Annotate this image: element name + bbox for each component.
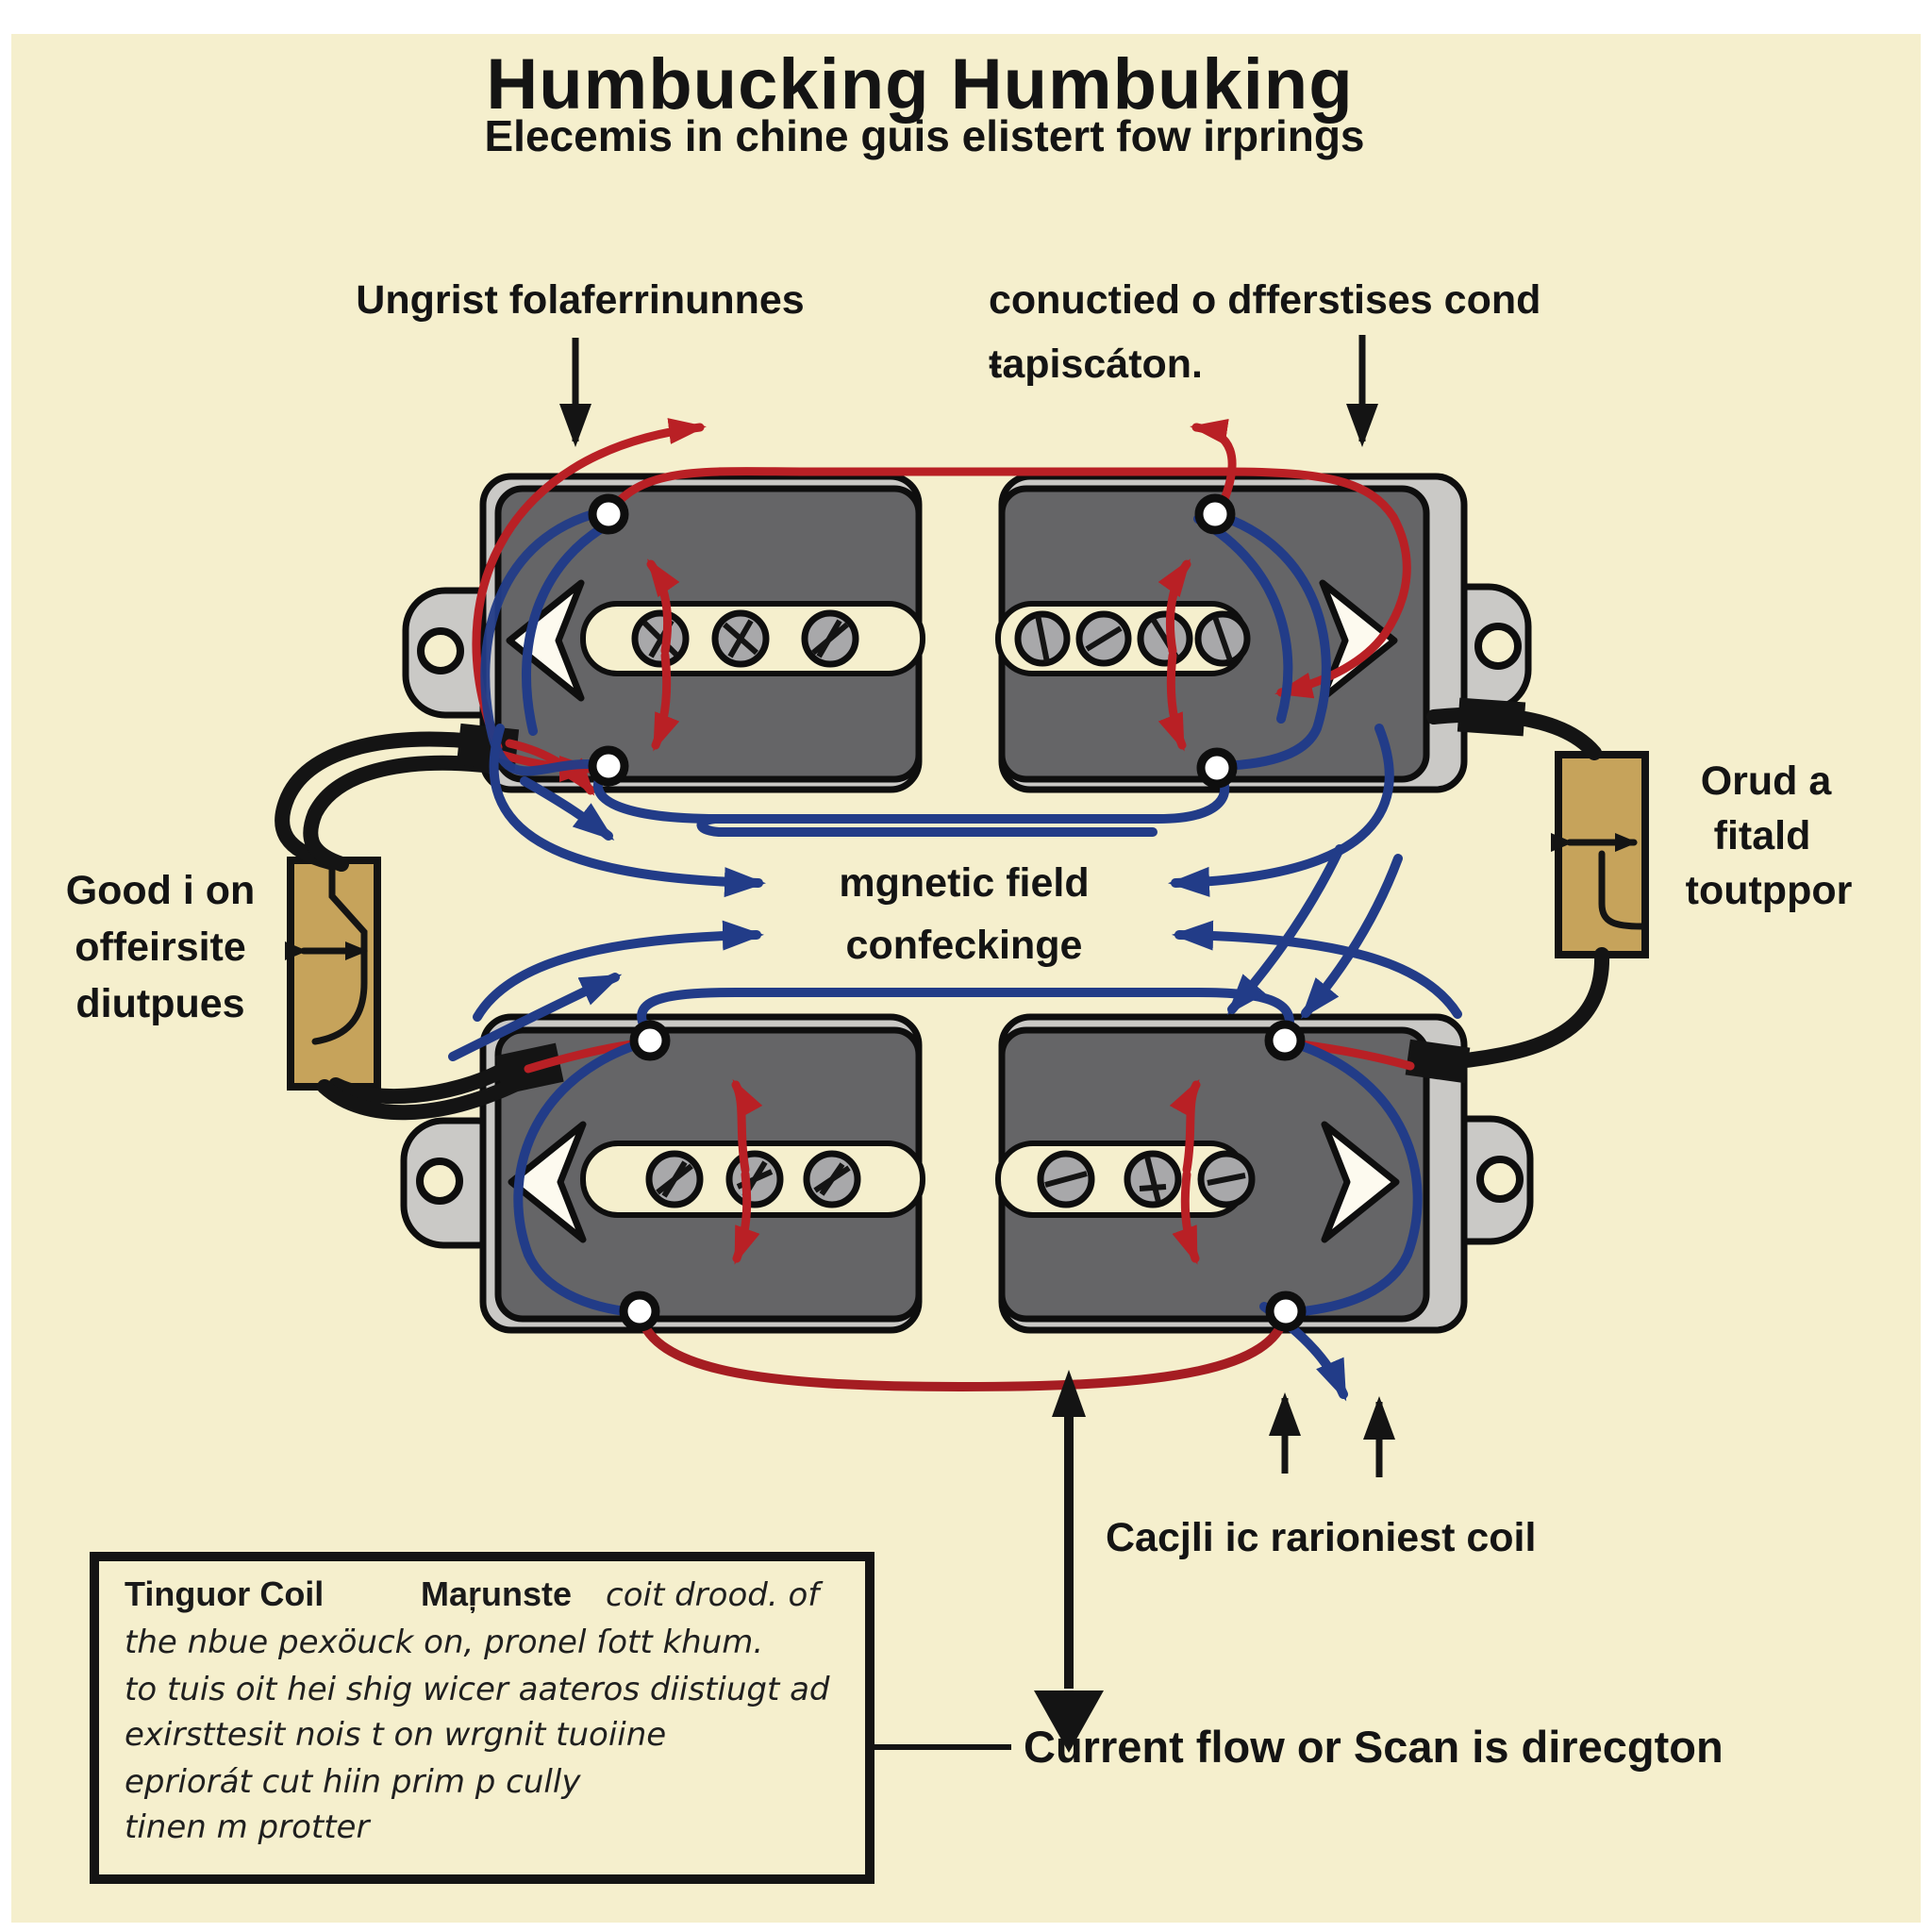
cable-clamp bbox=[1405, 1039, 1471, 1084]
note-line2: the nbue pexöuck on, pronel ſott khum. bbox=[125, 1624, 763, 1661]
note-line4: exirsttesit nois t on wrgnit tuoiine bbox=[125, 1716, 666, 1754]
note-title-italic: coit drood. of bbox=[606, 1576, 824, 1614]
bottom-right-mounting-hole bbox=[1476, 1156, 1524, 1203]
left-magnet-arrow-icon bbox=[508, 1121, 587, 1243]
label-right-line1: Orud a bbox=[1701, 758, 1833, 804]
bottom-left-mounting-hole bbox=[416, 1158, 463, 1205]
note-line6: tinen m protter bbox=[125, 1808, 371, 1846]
label-top-right-line2: ŧapiscáton. bbox=[989, 341, 1203, 387]
note-title-1: Tinguor Coil bbox=[125, 1574, 324, 1613]
callout-arrows bbox=[559, 335, 1395, 1753]
label-current-flow: Current flow or Scan is direcgton bbox=[1024, 1722, 1724, 1772]
label-coil: Cacjli ic rarioniest coil bbox=[1106, 1515, 1536, 1560]
bottom-left-pole-screws bbox=[645, 1150, 861, 1208]
bottom-pickup-assembly bbox=[400, 1013, 1534, 1334]
label-left-line1: Good i on bbox=[66, 868, 256, 913]
bottom-right-pole-screws bbox=[1037, 1150, 1256, 1208]
note-line5: epriorát cut hiin prim p cully bbox=[125, 1763, 581, 1801]
right-output-component bbox=[1551, 751, 1649, 958]
top-right-mounting-hole bbox=[1474, 623, 1522, 670]
label-left-line2: offeirsite bbox=[75, 924, 246, 970]
current-flow-arrow-up-head bbox=[1052, 1370, 1086, 1417]
right-magnet-arrow-icon bbox=[1321, 1121, 1400, 1243]
label-center-line2: confeckinge bbox=[846, 923, 1083, 968]
top-left-pole-screws bbox=[631, 609, 859, 668]
label-right-line3: toutppor bbox=[1686, 868, 1853, 913]
label-center-line1: mgnetic field bbox=[839, 860, 1089, 906]
note-box-border bbox=[90, 1552, 874, 1884]
label-right-line2: fitald bbox=[1714, 813, 1811, 858]
top-right-pole-screws bbox=[1014, 610, 1251, 667]
note-title-2: Maŗunste bbox=[421, 1574, 572, 1613]
top-left-mounting-hole bbox=[417, 627, 464, 675]
coil-terminals bbox=[588, 493, 1307, 1332]
note-box: Tinguor Coil Maŗunste coit drood. of the… bbox=[90, 1552, 874, 1884]
note-line3: to tuis oit hei shig wicer aateros diist… bbox=[125, 1671, 830, 1708]
left-magnet-arrow-icon bbox=[506, 579, 585, 702]
cable-clamp bbox=[1457, 697, 1526, 737]
label-top-right-line1: conuctied o dfferstises cond bbox=[989, 277, 1541, 323]
svg-text:Tinguor Coil Maŗunste: Tinguor Coil Maŗunste coit drood. of bbox=[125, 1574, 824, 1614]
page-subtitle: Elecemis in chine guis elistert fow irpr… bbox=[484, 111, 1364, 160]
label-top-left: Ungrist folaferrinunnes bbox=[356, 277, 804, 323]
left-output-component bbox=[285, 857, 381, 1091]
page-title: Humbucking Humbuking bbox=[486, 44, 1353, 125]
top-pickup-assembly bbox=[402, 473, 1532, 793]
current-flow-arrow-down-head bbox=[1034, 1690, 1104, 1753]
label-left-line3: diutpues bbox=[75, 981, 244, 1026]
